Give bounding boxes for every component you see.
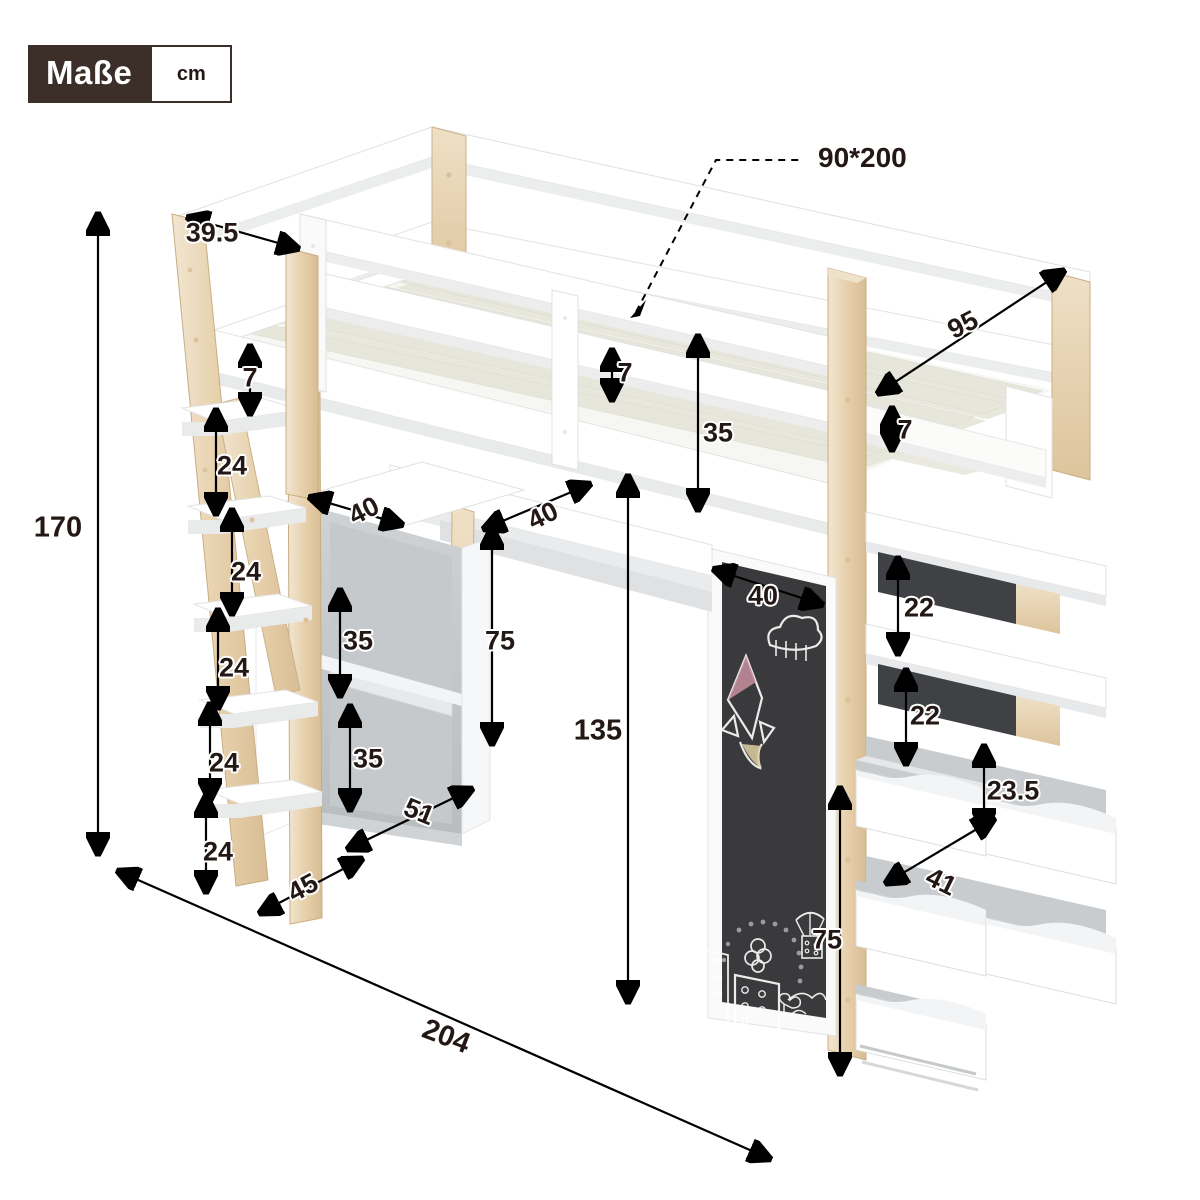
mattress-callout-leader	[635, 159, 800, 313]
measurements-title: Maße	[30, 47, 153, 101]
drawer-row-3[interactable]	[855, 984, 987, 1092]
chalkboard-panel	[705, 547, 837, 1042]
post-left-front	[285, 247, 319, 501]
measurements-badge: Maße cm	[28, 45, 233, 103]
dimension-lines	[88, 216, 1062, 1158]
unit-label: cm	[152, 47, 231, 101]
mattress-size-callout: 90*200	[818, 142, 907, 173]
mattress-callout-arrow	[630, 300, 646, 318]
drawer-unit	[855, 511, 1117, 1092]
